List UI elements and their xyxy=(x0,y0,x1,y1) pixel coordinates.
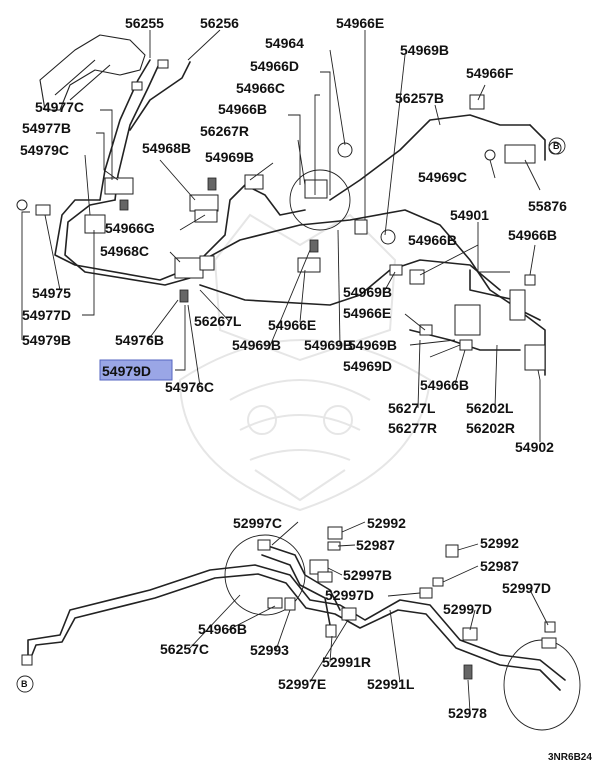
label-54979C[interactable]: 54979C xyxy=(20,142,69,158)
label-54969B[interactable]: 54969B xyxy=(400,42,449,58)
label-54902[interactable]: 54902 xyxy=(515,439,554,455)
label-56267R[interactable]: 56267R xyxy=(200,123,249,139)
label-56255[interactable]: 56255 xyxy=(125,15,164,31)
reference-mark-b-top-label: B xyxy=(553,141,560,151)
label-54969B[interactable]: 54969B xyxy=(304,337,353,353)
leader-lines xyxy=(21,29,549,713)
part-labels: 56255 56256 54966E 54964 54966D 54969B 5… xyxy=(20,15,592,763)
watermark-emblem xyxy=(178,213,432,512)
label-56202R[interactable]: 56202R xyxy=(466,420,515,436)
label-54968C[interactable]: 54968C xyxy=(100,243,149,259)
label-52997D[interactable]: 52997D xyxy=(502,580,551,596)
label-54966B[interactable]: 54966B xyxy=(508,227,557,243)
label-54969C[interactable]: 54969C xyxy=(418,169,467,185)
label-54969B[interactable]: 54969B xyxy=(343,284,392,300)
label-56256[interactable]: 56256 xyxy=(200,15,239,31)
label-52991R[interactable]: 52991R xyxy=(322,654,371,670)
label-54966E[interactable]: 54966E xyxy=(343,305,391,321)
label-56277L[interactable]: 56277L xyxy=(388,400,436,416)
label-55876[interactable]: 55876 xyxy=(528,198,567,214)
label-54966E[interactable]: 54966E xyxy=(336,15,384,31)
label-54977D[interactable]: 54977D xyxy=(22,307,71,323)
label-56202L[interactable]: 56202L xyxy=(466,400,514,416)
reference-mark-b-bottom-label: B xyxy=(21,679,28,689)
label-54966E[interactable]: 54966E xyxy=(268,317,316,333)
highlight-box-54979D xyxy=(99,359,173,381)
label-54977B[interactable]: 54977B xyxy=(22,120,71,136)
label-54969B[interactable]: 54969B xyxy=(232,337,281,353)
label-54979B[interactable]: 54979B xyxy=(22,332,71,348)
label-54966F[interactable]: 54966F xyxy=(466,65,514,81)
label-54976B[interactable]: 54976B xyxy=(115,332,164,348)
label-56257C[interactable]: 56257C xyxy=(160,641,209,657)
label-56257B[interactable]: 56257B xyxy=(395,90,444,106)
label-52997C[interactable]: 52997C xyxy=(233,515,282,531)
brake-line-top-group xyxy=(16,34,562,376)
label-54975[interactable]: 54975 xyxy=(32,285,71,301)
label-54969D[interactable]: 54969D xyxy=(343,358,392,374)
label-52997D[interactable]: 52997D xyxy=(443,601,492,617)
label-54966B[interactable]: 54966B xyxy=(408,232,457,248)
label-54966B[interactable]: 54966B xyxy=(218,101,267,117)
label-52997B[interactable]: 52997B xyxy=(343,567,392,583)
label-52987[interactable]: 52987 xyxy=(480,558,519,574)
label-54901[interactable]: 54901 xyxy=(450,207,489,223)
label-52997D[interactable]: 52997D xyxy=(325,587,374,603)
label-52991L[interactable]: 52991L xyxy=(367,676,415,692)
label-52992[interactable]: 52992 xyxy=(367,515,406,531)
label-54976C[interactable]: 54976C xyxy=(165,379,214,395)
brake-line-bottom-group xyxy=(21,526,581,731)
label-54969B[interactable]: 54969B xyxy=(348,337,397,353)
label-54966G[interactable]: 54966G xyxy=(105,220,155,236)
label-54966D[interactable]: 54966D xyxy=(250,58,299,74)
label-54966B[interactable]: 54966B xyxy=(420,377,469,393)
label-54977C[interactable]: 54977C xyxy=(35,99,84,115)
label-56267L[interactable]: 56267L xyxy=(194,313,242,329)
label-54966B[interactable]: 54966B xyxy=(198,621,247,637)
label-52978[interactable]: 52978 xyxy=(448,705,487,721)
label-54968B[interactable]: 54968B xyxy=(142,140,191,156)
label-54966C[interactable]: 54966C xyxy=(236,80,285,96)
label-52997E[interactable]: 52997E xyxy=(278,676,326,692)
reference-mark-b-bottom: B xyxy=(16,675,34,693)
label-52987[interactable]: 52987 xyxy=(356,537,395,553)
label-56277R[interactable]: 56277R xyxy=(388,420,437,436)
diagram-reference-code: 3NR6B24 xyxy=(548,752,592,763)
label-54979D[interactable]: 54979D xyxy=(102,363,151,379)
label-54964[interactable]: 54964 xyxy=(265,35,304,51)
label-54969B[interactable]: 54969B xyxy=(205,149,254,165)
reference-mark-b-top: B xyxy=(548,137,566,155)
label-52992[interactable]: 52992 xyxy=(480,535,519,551)
label-52993[interactable]: 52993 xyxy=(250,642,289,658)
